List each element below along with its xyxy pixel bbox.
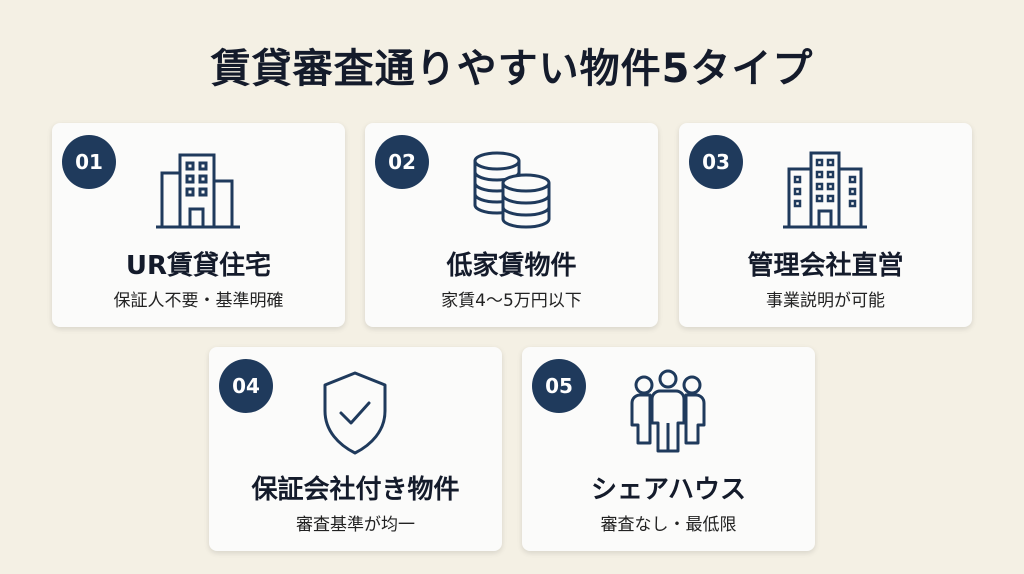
shield-check-icon [305,369,405,455]
building-icon [148,145,248,231]
coins-icon [461,145,561,231]
card-management-company: 03 管理会社直営 事業説明が可能 [679,123,972,327]
people-group-icon [618,369,718,455]
card-description: 審査基準が均一 [296,515,415,535]
number-badge: 05 [532,359,586,413]
card-title: 低家賃物件 [446,251,577,281]
card-title: シェアハウス [591,475,746,505]
number-badge: 03 [689,135,743,189]
card-ur-housing: 01 UR賃貸住宅 保証人不要・基準明確 [52,123,345,327]
card-low-rent: 02 低家賃物件 家賃4〜5万円以下 [365,123,658,327]
number-badge: 04 [219,359,273,413]
number-badge: 01 [62,135,116,189]
office-building-icon [775,145,875,231]
card-description: 審査なし・最低限 [600,515,737,535]
card-description: 家賃4〜5万円以下 [441,291,582,311]
card-title: 管理会社直営 [747,251,904,281]
card-share-house: 05 シェアハウス 審査なし・最低限 [522,347,815,551]
number-badge: 02 [375,135,429,189]
card-guarantor-company: 04 保証会社付き物件 審査基準が均一 [209,347,502,551]
card-description: 事業説明が可能 [766,291,885,311]
card-title: 保証会社付き物件 [251,475,460,505]
page-title: 賃貸審査通りやすい物件5タイプ [210,46,814,92]
card-title: UR賃貸住宅 [125,251,272,281]
card-description: 保証人不要・基準明確 [113,291,284,311]
